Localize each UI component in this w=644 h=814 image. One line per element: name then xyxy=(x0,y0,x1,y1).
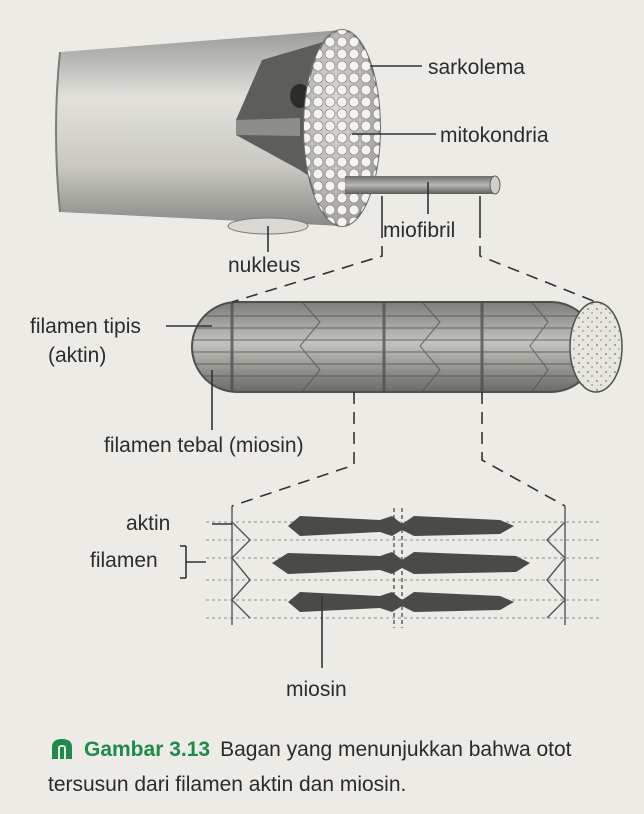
label-aktin: aktin xyxy=(126,512,170,535)
caption-figure-number: Gambar 3.13 xyxy=(84,738,211,761)
label-mitokondria: mitokondria xyxy=(440,124,549,147)
caption-text: Bagan yang menunjukkan bahwa otot tersus… xyxy=(48,738,572,796)
caption-icon xyxy=(48,737,76,769)
label-aktin-paren: (aktin) xyxy=(48,344,106,367)
label-filamen-tebal: filamen tebal (miosin) xyxy=(104,434,304,457)
label-sarkolema: sarkolema xyxy=(428,56,525,79)
label-miofibril: miofibril xyxy=(383,219,455,242)
label-filamen: filamen xyxy=(90,549,158,572)
leader-lines xyxy=(166,65,481,668)
label-miosin: miosin xyxy=(286,678,347,701)
muscle-fiber-illustration xyxy=(55,29,501,235)
zoom-lines xyxy=(231,226,597,507)
label-filamen-tipis: filamen tipis xyxy=(30,315,141,338)
label-nukleus: nukleus xyxy=(228,254,300,277)
myofibril-illustration xyxy=(191,301,623,393)
sarcomere-illustration xyxy=(206,506,600,628)
